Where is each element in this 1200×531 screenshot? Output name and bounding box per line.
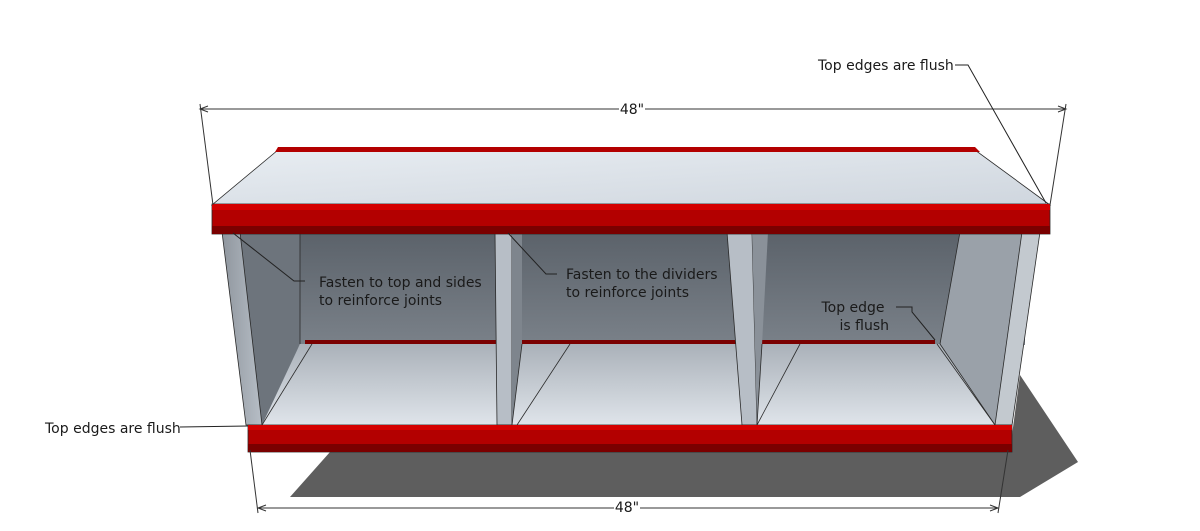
divider-left-side [512, 232, 522, 425]
callout-bottom-left: Top edges are flush [44, 421, 181, 437]
top-front-rail-shade [212, 226, 1050, 234]
callout-fasten-top-sides: Fasten to top and sides to reinforce joi… [319, 275, 486, 309]
callout-top-edge-flush: Top edge is flush [820, 300, 889, 334]
callout-fasten-top-sides-line2: to reinforce joints [319, 293, 442, 309]
bottom-dimension-label: 48" [615, 500, 639, 516]
divider-right-side [752, 232, 768, 425]
bottom-front-rail-highlight [248, 425, 1012, 430]
left-end-inner [232, 232, 300, 425]
top-panel [210, 149, 1052, 206]
bottom-dimension-label-bg [614, 501, 640, 514]
callout-top-edge-flush-line1: Top edge [820, 300, 884, 316]
top-dimension-label-bg [619, 103, 645, 116]
callout-fasten-top-sides-line1: Fasten to top and sides [319, 275, 482, 291]
back-panel [300, 232, 1025, 345]
divider-left [494, 231, 513, 426]
callout-fasten-dividers-line2: to reinforce joints [566, 285, 689, 301]
bottom-front-rail-shade [248, 444, 1012, 452]
callout-leaders [179, 64, 1047, 428]
top-front-rail-highlight [212, 204, 1050, 210]
floor-shadow [290, 375, 1078, 497]
back-bottom-rail [305, 340, 935, 346]
top-dimension-label: 48" [620, 102, 644, 118]
bottom-shelf [258, 344, 1000, 425]
callout-fasten-dividers: Fasten to the dividers to reinforce join… [566, 267, 722, 301]
callout-top-right: Top edges are flush [817, 58, 954, 74]
callout-top-edge-flush-line2: is flush [840, 318, 890, 334]
callout-fasten-dividers-line1: Fasten to the dividers [566, 267, 718, 283]
shelf-edges [261, 232, 996, 426]
top-back-rail [275, 147, 980, 152]
